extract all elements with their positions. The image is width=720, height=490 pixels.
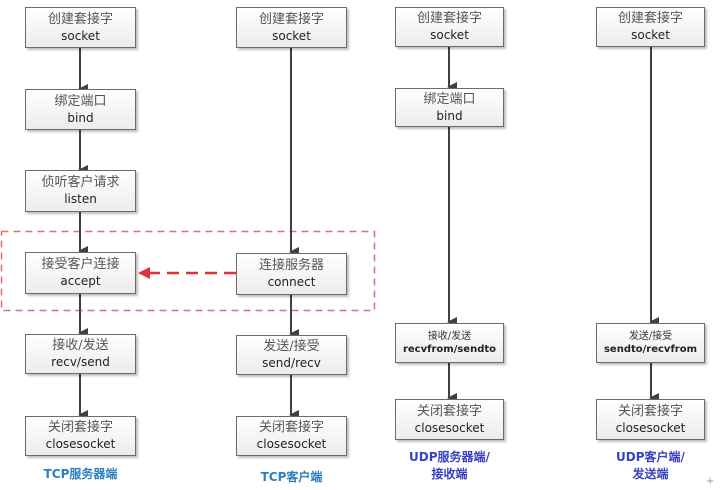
udp-client-caption: UDP客户端/ 发送端: [586, 449, 715, 483]
step-cn-label: 连接服务器: [258, 258, 324, 273]
step-en-label: sendto/recvfrom: [603, 344, 698, 355]
caption-line: TCP客户端: [260, 470, 323, 484]
tcp-client-caption: TCP客户端: [236, 469, 347, 486]
step-en-label: bind: [67, 110, 94, 125]
step-en-label: socket: [61, 28, 100, 43]
step-cn-label: 绑定端口: [423, 91, 476, 107]
step-en-label: closesocket: [615, 420, 686, 435]
step-en-label: closesocket: [414, 420, 485, 435]
udp-server-bind-step: 绑定端口 bind: [395, 88, 504, 127]
tcp-server-recv-send-step: 接收/发送 recv/send: [25, 334, 136, 374]
caption-line: 接收端: [431, 467, 468, 481]
udp-client-socket-step: 创建套接字 socket: [596, 7, 705, 47]
step-en-label: socket: [430, 28, 469, 42]
step-cn-label: 接收/发送: [427, 331, 472, 342]
udp-server-recvfrom-sendto-step: 接收/发送 recvfrom/sendto: [395, 323, 504, 363]
tcp-server-listen-step: 侦听客户请求 listen: [25, 170, 136, 212]
step-cn-label: 创建套接字: [416, 11, 482, 26]
step-cn-label: 关闭套接字: [617, 403, 683, 419]
step-cn-label: 接受客户连接: [41, 257, 120, 272]
step-cn-label: 发送/接受: [263, 339, 320, 354]
tcp-server-caption: TCP服务器端: [25, 466, 136, 483]
step-cn-label: 创建套接字: [258, 11, 324, 27]
step-cn-label: 发送/接受: [628, 331, 673, 342]
tcp-server-accept-step: 接受客户连接 accept: [25, 252, 136, 294]
tcp-client-connect-step: 连接服务器 connect: [236, 253, 347, 295]
step-en-label: recvfrom/sendto: [402, 344, 497, 355]
udp-client-sendto-recvfrom-step: 发送/接受 sendto/recvfrom: [596, 323, 705, 363]
step-cn-label: 关闭套接字: [47, 420, 113, 435]
caption-line: UDP客户端/: [616, 450, 685, 464]
tcp-server-bind-step: 绑定端口 bind: [25, 89, 136, 130]
step-cn-label: 关闭套接字: [416, 403, 482, 419]
udp-server-close-step: 关闭套接字 closesocket: [395, 399, 504, 440]
udp-client-close-step: 关闭套接字 closesocket: [596, 399, 705, 440]
udp-server-socket-step: 创建套接字 socket: [395, 7, 504, 47]
corner-plus-icon: +: [706, 476, 715, 487]
step-en-label: closesocket: [256, 437, 327, 451]
step-en-label: bind: [436, 108, 463, 123]
tcp-server-socket-step: 创建套接字 socket: [25, 7, 136, 48]
step-cn-label: 接收/发送: [52, 338, 109, 353]
step-cn-label: 关闭套接字: [258, 420, 324, 435]
caption-line: TCP服务器端: [43, 467, 118, 481]
step-en-label: listen: [64, 192, 97, 206]
step-cn-label: 创建套接字: [617, 11, 683, 26]
step-cn-label: 绑定端口: [54, 93, 107, 109]
step-en-label: recv/send: [51, 355, 110, 369]
step-en-label: socket: [631, 28, 670, 42]
caption-line: UDP服务器端/: [409, 450, 490, 464]
step-en-label: closesocket: [45, 437, 116, 451]
tcp-client-send-recv-step: 发送/接受 send/recv: [236, 335, 347, 375]
tcp-server-close-step: 关闭套接字 closesocket: [25, 416, 136, 456]
tcp-client-socket-step: 创建套接字 socket: [236, 7, 347, 48]
step-en-label: send/recv: [262, 356, 321, 370]
step-en-label: accept: [60, 274, 101, 288]
step-en-label: connect: [267, 275, 316, 289]
step-cn-label: 创建套接字: [47, 11, 113, 27]
udp-server-caption: UDP服务器端/ 接收端: [385, 449, 514, 483]
tcp-client-close-step: 关闭套接字 closesocket: [236, 416, 347, 456]
step-en-label: socket: [272, 28, 311, 43]
step-cn-label: 侦听客户请求: [41, 175, 120, 190]
caption-line: 发送端: [632, 467, 669, 481]
handshake-highlight-box: [0, 230, 376, 312]
